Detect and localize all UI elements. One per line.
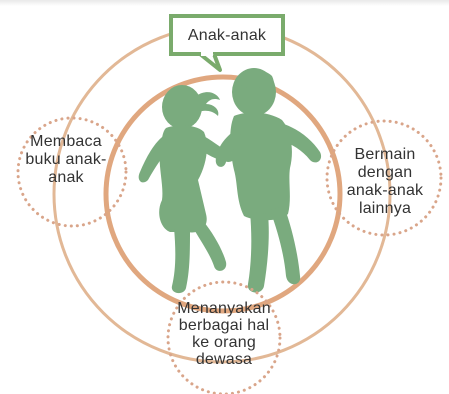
- bubble-right-line: dengan: [333, 164, 437, 182]
- bubble-right-line: Bermain: [333, 146, 437, 164]
- title-label: Anak-anak: [172, 27, 282, 45]
- inner-ring: [106, 77, 340, 311]
- girl-silhouette: [139, 85, 235, 293]
- bubble-right-line: anak-anak: [333, 182, 437, 200]
- bubble-left-line: buku anak-: [14, 151, 118, 169]
- bubble-left-line: Membaca: [14, 133, 118, 151]
- bubble-bottom-line: dewasa: [172, 351, 276, 368]
- bubble-bottom-line: Menanyakan: [172, 300, 276, 317]
- bubble-right-text: Bermain dengan anak-anak lainnya: [333, 146, 437, 218]
- bubble-left-line: anak: [14, 169, 118, 187]
- bubble-right-line: lainnya: [333, 200, 437, 218]
- boy-silhouette: [216, 68, 321, 293]
- bubble-bottom-text: Menanyakan berbagai hal ke orang dewasa: [172, 300, 276, 368]
- title-pointer: [200, 54, 220, 70]
- bubble-bottom-line: ke orang: [172, 334, 276, 351]
- bubble-left-text: Membaca buku anak- anak: [14, 133, 118, 187]
- bubble-bottom-line: berbagai hal: [172, 317, 276, 334]
